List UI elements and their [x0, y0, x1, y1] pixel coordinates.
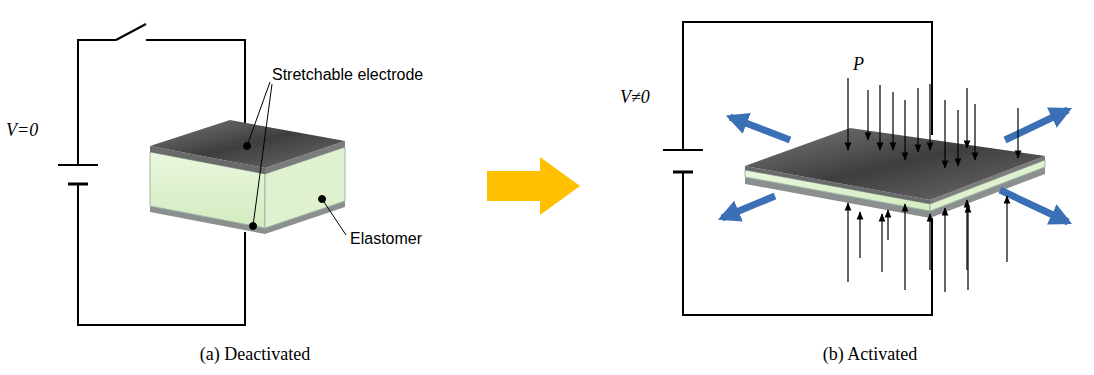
pressure-label: P [853, 54, 864, 75]
caption-label: (a) Deactivated [200, 344, 310, 365]
actuator-activated [745, 128, 1045, 218]
transition-arrow [487, 157, 580, 215]
caption-label: (b) Activated [823, 344, 917, 365]
pressure-arrow [944, 208, 945, 292]
pressure-arrow [967, 205, 968, 290]
part-label: Stretchable electrode [272, 66, 423, 84]
pressure-arrow [1017, 108, 1018, 158]
pressure-arrow [859, 212, 860, 258]
pressure-arrow [944, 100, 945, 168]
pressure-arrow [957, 110, 958, 166]
switch-blade [116, 24, 146, 40]
pressure-arrows [848, 78, 1018, 292]
pressure-arrow [904, 204, 905, 290]
part-label: Elastomer [350, 230, 422, 248]
pressure-arrow [892, 92, 893, 150]
pressure-arrow [1006, 196, 1007, 262]
battery-plate [663, 149, 703, 151]
pressure-arrow [847, 78, 848, 150]
pressure-arrow [847, 203, 848, 282]
pressure-arrow [929, 84, 930, 150]
pressure-arrow [974, 104, 975, 160]
pressure-arrow [904, 100, 905, 160]
leader-lines [244, 82, 347, 235]
battery-plate [68, 183, 88, 186]
actuator-deactivated [150, 120, 345, 234]
pressure-arrow [887, 210, 888, 240]
pressure-arrow [929, 214, 930, 270]
pressure-arrow [879, 85, 880, 150]
battery-plate [58, 164, 98, 166]
stretch-arrows [722, 110, 1068, 222]
pressure-arrow [966, 88, 967, 148]
voltage-label: V≠0 [620, 87, 650, 108]
battery-plate [673, 171, 693, 174]
voltage-label: V=0 [6, 120, 38, 141]
pressure-arrow [867, 90, 868, 140]
pressure-arrow [881, 214, 882, 272]
pressure-arrow [917, 88, 918, 152]
